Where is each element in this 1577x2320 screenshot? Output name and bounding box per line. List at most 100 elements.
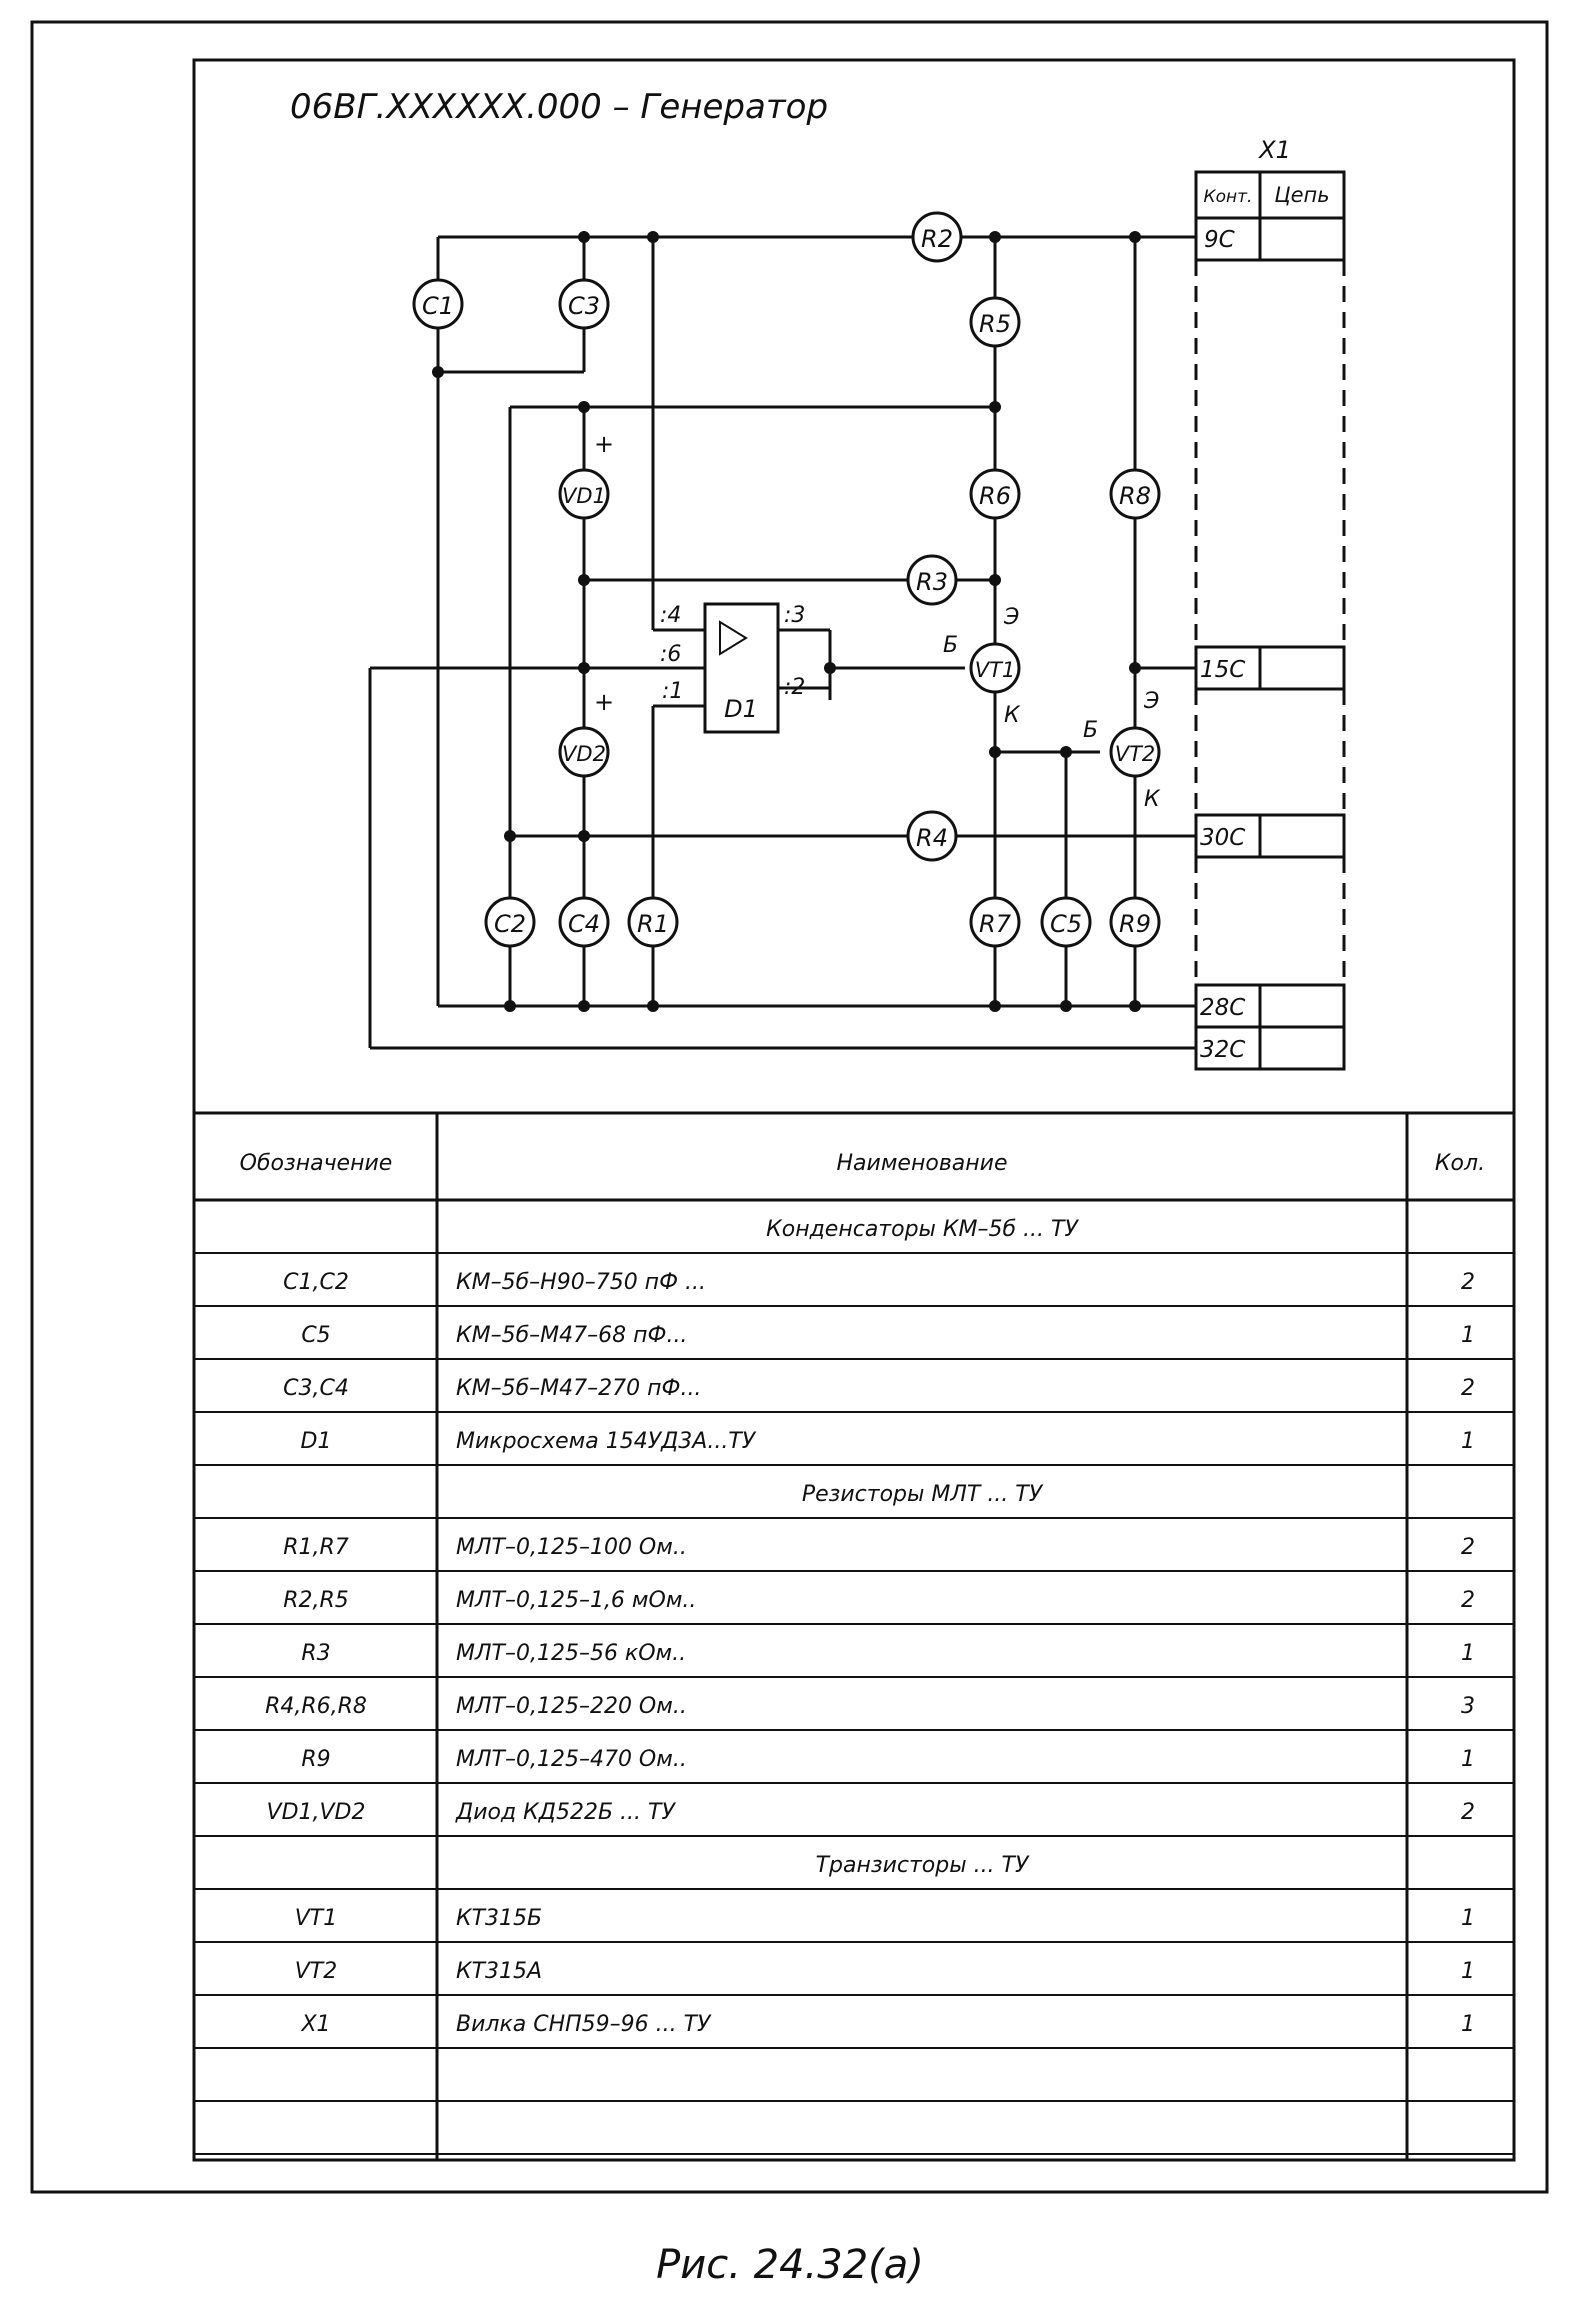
cell-designation: С1,С2	[283, 1270, 349, 1295]
cell-qty: 2	[1461, 1270, 1475, 1295]
contact-15c: 15С	[1200, 657, 1245, 683]
element-r9: R9	[1109, 896, 1161, 948]
table-row: С1,С2 КМ–5б–Н90–750 пФ ... 2	[194, 1270, 1514, 1307]
vt1-emitter-label: Э	[1003, 605, 1019, 630]
cell-name: Микросхема 154УД3А...ТУ	[456, 1429, 757, 1454]
contact-9c: 9С	[1204, 227, 1235, 253]
svg-text:VD2: VD2	[562, 742, 606, 766]
cell-qty: 1	[1461, 1959, 1475, 1984]
cell-name: Диод КД522Б ... ТУ	[455, 1800, 676, 1825]
connector-header-circuit: Цепь	[1274, 183, 1329, 207]
connector-x1: X1 Конт. Цепь 9С 15С 30С 28С 32С	[1188, 136, 1346, 1071]
cell-designation: R1,R7	[283, 1535, 349, 1560]
element-r3: R3	[906, 554, 958, 606]
cell-designation: VT2	[295, 1959, 338, 1984]
table-row: Резисторы МЛТ ... ТУ	[194, 1482, 1514, 1519]
opamp-triangle-icon	[719, 620, 748, 656]
element-r8: R8	[1109, 468, 1161, 520]
cell-qty: 1	[1461, 1906, 1475, 1931]
document-title: 06ВГ.XXXXXX.000 – Генератор	[290, 87, 828, 127]
d1-pin4-label: :4	[660, 603, 681, 628]
junctions	[432, 231, 1141, 1012]
svg-text:D1: D1	[724, 695, 758, 723]
cell-qty: 2	[1461, 1376, 1475, 1401]
vt2-base-label: Б	[1083, 718, 1098, 743]
vt1-base-label: Б	[943, 633, 958, 658]
element-r5: R5	[969, 296, 1021, 348]
element-vd1: VD1	[558, 468, 610, 520]
svg-text:VD1: VD1	[562, 484, 606, 508]
table-header-qty: Кол.	[1435, 1151, 1485, 1176]
cell-qty: 1	[1461, 1429, 1475, 1454]
cell-name: МЛТ–0,125–1,6 мОм..	[456, 1588, 696, 1613]
svg-text:R8: R8	[1119, 482, 1151, 510]
table-rows: Конденсаторы КМ–5б ... ТУ С1,С2 КМ–5б–Н90–…	[194, 1198, 1514, 2155]
vt1-collector-label: К	[1004, 703, 1021, 728]
cell-designation: X1	[300, 2012, 330, 2037]
svg-text:R4: R4	[916, 824, 948, 852]
element-r4: R4	[906, 810, 958, 862]
svg-text:R3: R3	[916, 568, 948, 596]
d1-pin3-label: :3	[784, 603, 805, 628]
table-row: R2,R5 МЛТ–0,125–1,6 мОм.. 2	[194, 1588, 1514, 1625]
svg-text:R7: R7	[979, 910, 1012, 938]
svg-text:R1: R1	[637, 910, 669, 938]
cell-designation: С3,С4	[283, 1376, 349, 1401]
cell-qty: 1	[1461, 1747, 1475, 1772]
cell-name: Вилка СНП59–96 ... ТУ	[456, 2012, 712, 2037]
vd2-plus-label: +	[594, 688, 614, 716]
cell-designation: R9	[301, 1747, 330, 1772]
cell-name: КТ315А	[456, 1959, 542, 1984]
vt2-emitter-label: Э	[1143, 689, 1159, 714]
cell-designation: D1	[301, 1429, 332, 1454]
element-r2: R2	[911, 211, 963, 263]
element-d1: D1	[703, 602, 780, 734]
inner-frame	[192, 58, 1516, 2162]
connector-header-contact: Конт.	[1204, 187, 1253, 207]
contact-32c: 32С	[1200, 1037, 1245, 1063]
cell-name: КТ315Б	[456, 1906, 542, 1931]
outer-frame	[30, 20, 1549, 2194]
table-row: Конденсаторы КМ–5б ... ТУ	[194, 1217, 1514, 1254]
spec-table: Обозначение Наименование Кол. Конденсато…	[194, 1111, 1514, 2160]
element-c2: C2	[484, 896, 536, 948]
d1-pin1-label: :1	[662, 679, 683, 704]
table-row: VT2 КТ315А 1	[194, 1959, 1514, 1996]
element-r6: R6	[969, 468, 1021, 520]
cell-name: МЛТ–0,125–56 кОм..	[456, 1641, 686, 1666]
element-c5: C5	[1040, 896, 1092, 948]
cell-designation: R4,R6,R8	[265, 1694, 367, 1719]
cell-designation: VT1	[295, 1906, 338, 1931]
svg-text:C2: C2	[494, 910, 526, 938]
vt2-collector-label: К	[1144, 787, 1161, 812]
svg-text:R2: R2	[921, 225, 953, 253]
cell-qty: 2	[1461, 1588, 1475, 1613]
cell-name: МЛТ–0,125–100 Ом..	[456, 1535, 687, 1560]
element-c3: C3	[558, 278, 610, 330]
svg-text:C1: C1	[422, 292, 454, 320]
cell-qty: 2	[1461, 1800, 1475, 1825]
table-row: VT1 КТ315Б 1	[194, 1906, 1514, 1943]
svg-text:VT1: VT1	[975, 658, 1016, 682]
cell-name: КМ–5б–М47–68 пФ...	[456, 1323, 687, 1348]
svg-text:VT2: VT2	[1115, 742, 1156, 766]
svg-text:C3: C3	[568, 292, 600, 320]
cell-qty: 1	[1461, 2012, 1475, 2037]
figure-caption: Рис. 24.32(а)	[656, 2242, 924, 2288]
table-row: X1 Вилка СНП59–96 ... ТУ 1	[194, 2012, 1514, 2049]
contact-28c: 28С	[1200, 995, 1245, 1021]
contact-30c: 30С	[1200, 825, 1245, 851]
cell-qty: 3	[1461, 1694, 1475, 1719]
element-vd2: VD2	[558, 726, 610, 778]
cell-name: КМ–5б–Н90–750 пФ ...	[456, 1270, 706, 1295]
cell-designation: R2,R5	[283, 1588, 349, 1613]
cell-group-name: Конденсаторы КМ–5б ... ТУ	[766, 1217, 1079, 1242]
svg-text:C4: C4	[568, 910, 600, 938]
element-r1: R1	[627, 896, 679, 948]
svg-text:R9: R9	[1119, 910, 1151, 938]
